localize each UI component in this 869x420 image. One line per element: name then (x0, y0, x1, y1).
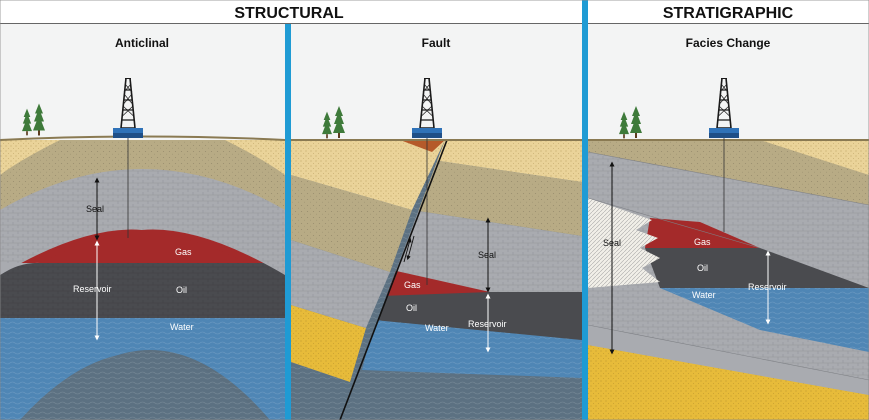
facies-reservoir-label: Reservoir (748, 282, 787, 292)
facies-water-label: Water (692, 290, 716, 300)
facies-change-panel (588, 24, 869, 420)
anticlinal-oil-label: Oil (176, 285, 187, 295)
panel-divider (285, 24, 291, 420)
anticlinal-title: Anticlinal (115, 36, 169, 50)
structural-header: STRUCTURAL (234, 5, 344, 22)
fault-seal-label: Seal (478, 250, 496, 260)
facies-seal-label: Seal (603, 238, 621, 248)
fault-water-label: Water (425, 323, 449, 333)
anticlinal-gas-label: Gas (175, 247, 192, 257)
stratigraphic-header: STRATIGRAPHIC (663, 5, 794, 22)
anticlinal-water-label: Water (170, 322, 194, 332)
anticlinal-seal-label: Seal (86, 204, 104, 214)
anticlinal-reservoir-label: Reservoir (73, 284, 112, 294)
facies-gas-label: Gas (694, 237, 711, 247)
facies-oil-label: Oil (697, 263, 708, 273)
panel-divider (582, 0, 588, 420)
fault-oil-label: Oil (406, 303, 417, 313)
fault-gas-label: Gas (404, 280, 421, 290)
fault-panel (291, 24, 582, 420)
facies-title: Facies Change (686, 36, 771, 50)
fault-title: Fault (422, 36, 451, 50)
anticlinal-panel (0, 24, 285, 420)
fault-reservoir-label: Reservoir (468, 319, 507, 329)
